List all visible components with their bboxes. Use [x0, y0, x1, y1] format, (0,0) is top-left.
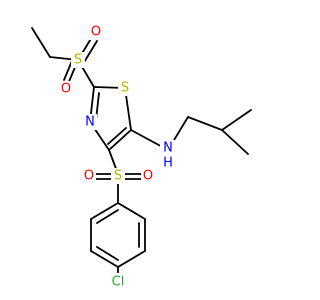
atom-n-thiazole: N	[83, 114, 97, 130]
atom-label: N	[163, 141, 173, 156]
bond-ch2-ch	[187, 116, 223, 131]
atom-label: S	[114, 169, 122, 184]
atom-label: O	[143, 169, 153, 184]
bond-ethyl-ch3-ch2	[31, 27, 51, 58]
atom-s-sulfonyl-mid: S	[111, 168, 125, 184]
atom-label: S	[74, 53, 82, 68]
atom-s-sulfonyl-top: S	[71, 52, 85, 68]
bond-ch-ch3-b	[221, 129, 249, 155]
atom-label: N	[85, 115, 95, 130]
bonds	[31, 27, 252, 277]
bond-ar-1	[117, 202, 146, 220]
atom-label-h: H	[163, 156, 173, 171]
atom-o-top-left: O	[59, 81, 73, 97]
bond-ar-4-double	[96, 246, 119, 261]
bond-s-o-right-2	[82, 40, 98, 65]
atom-nh-amine: N H	[160, 140, 176, 171]
atom-label: O	[61, 82, 71, 97]
atom-o-mid-right: O	[141, 168, 155, 184]
bond-c5-c4	[108, 129, 132, 151]
atom-label: O	[91, 25, 101, 40]
bond-ch-ch3-a	[221, 109, 252, 131]
atom-labels: S O O S N N H S O	[59, 24, 176, 290]
atom-o-mid-left: O	[82, 168, 96, 184]
bond-c5-c4-double	[107, 127, 127, 145]
bond-ar-6-double	[96, 209, 119, 224]
bond-ar-3	[117, 250, 146, 268]
atom-label: Cl	[112, 275, 125, 290]
bond-ar-4	[90, 250, 119, 268]
atom-s-thiazole: S	[118, 80, 132, 96]
atom-cl: Cl	[107, 273, 129, 290]
atom-label: O	[84, 169, 94, 184]
bond-ar-6	[90, 202, 119, 220]
molecule-structure: S O O S N N H S O	[31, 24, 252, 290]
atom-label: S	[121, 81, 129, 96]
atom-o-top-right: O	[89, 24, 103, 40]
